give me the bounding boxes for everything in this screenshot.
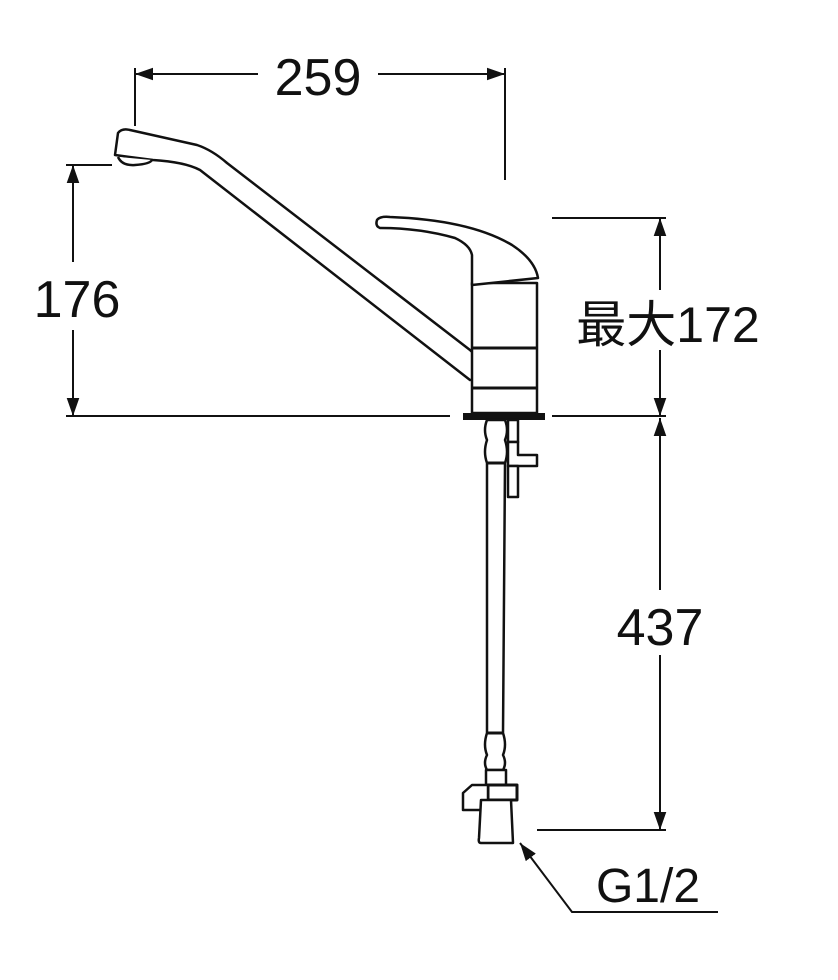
- mounting-rod: [506, 464, 520, 499]
- reach-label: 259: [275, 49, 362, 107]
- hose-fitting: [484, 768, 508, 787]
- aerator: [116, 156, 154, 167]
- max-height-label: 最大172: [576, 297, 759, 353]
- dimension-lines: [66, 67, 718, 913]
- spout: [113, 128, 481, 382]
- mounting-rod: [506, 418, 520, 444]
- base-plate: [463, 413, 545, 420]
- thread-leader-line: [519, 842, 718, 913]
- hose-nut: [486, 783, 519, 802]
- supply-hose: [483, 418, 509, 772]
- hose-length-label: 437: [617, 599, 704, 657]
- lever-handle: [375, 215, 540, 287]
- mounting-bracket: [506, 440, 539, 468]
- height-label: 176: [34, 271, 121, 329]
- faucet: [113, 128, 545, 845]
- thread-connector: [477, 798, 515, 845]
- thread-label: G1/2: [596, 860, 700, 913]
